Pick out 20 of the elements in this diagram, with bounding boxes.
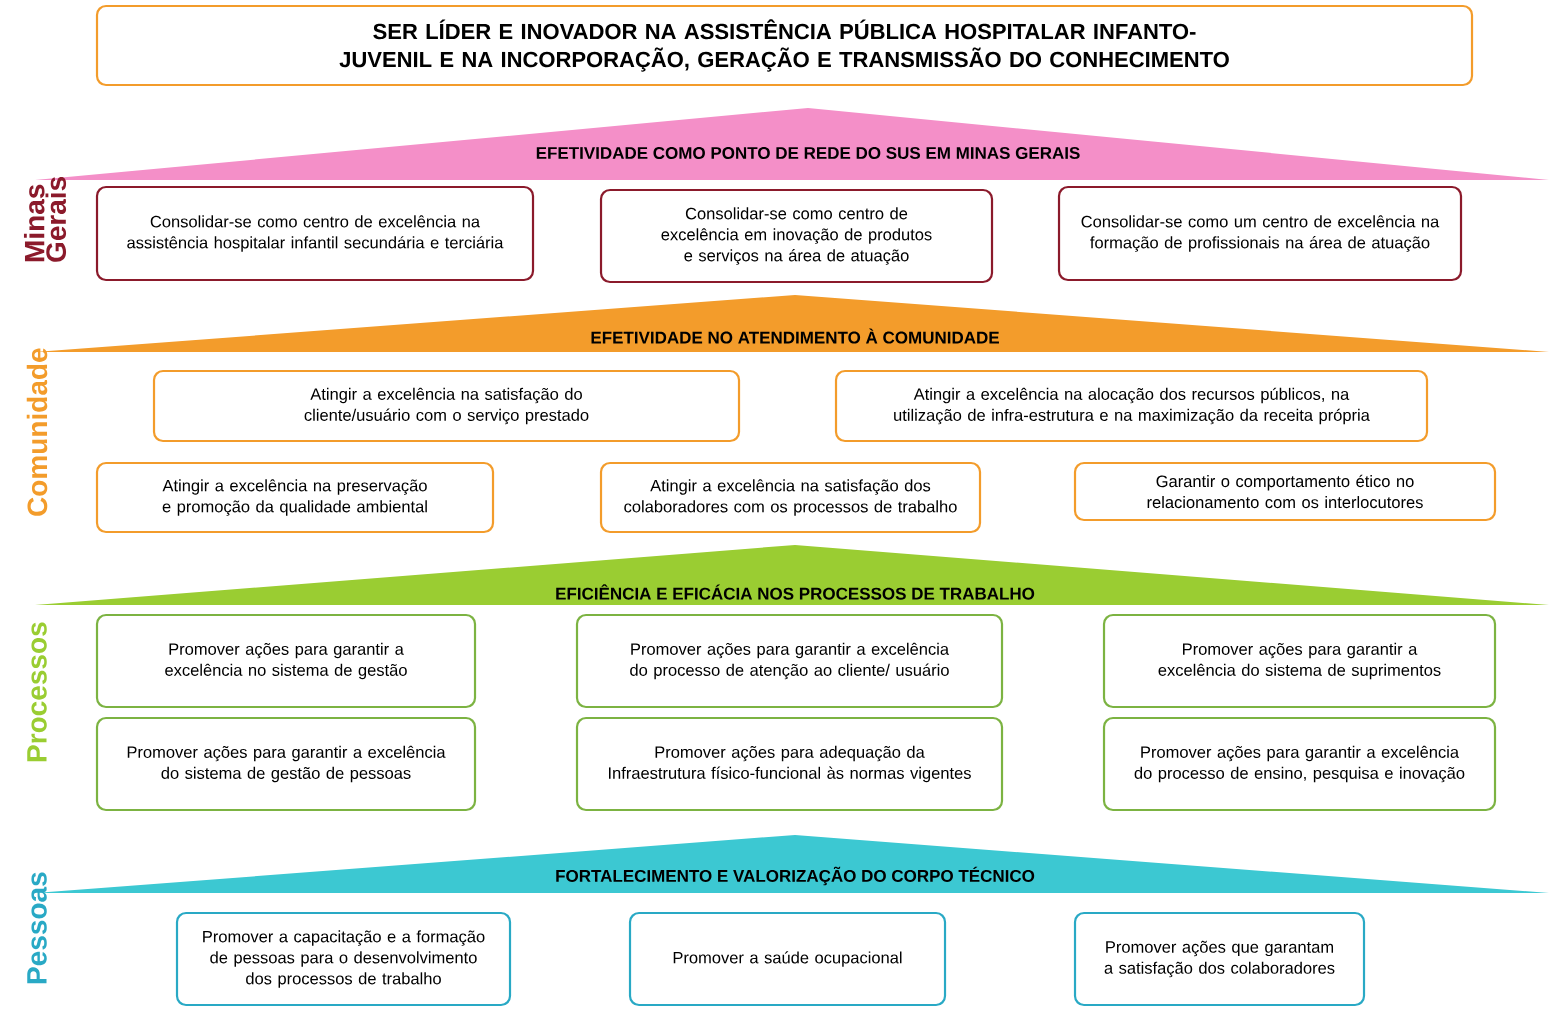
objective-box: Atingir a excelência na satisfação dos colaboradores com os processos de trabalho — [599, 461, 982, 534]
objective-box: Consolidar-se como centro de excelência na assistência hospitalar infantil secundária e terciária — [95, 185, 535, 282]
objective-box: Promover ações para garantir a excelência do processo de atenção ao cliente/ usuário — [575, 613, 1004, 709]
objective-box: Atingir a excelência na satisfação do cliente/usuário com o serviço prestado — [152, 369, 741, 443]
objective-box: Atingir a excelência na preservação e promoção da qualidade ambiental — [95, 461, 495, 534]
title-box: SER LÍDER E INOVADOR NA ASSISTÊNCIA PÚBLICA HOSPITALAR INFANTO-JUVENIL E NA INCORPORAÇÃO, GERAÇÃO E TRANSMISSÃO DO CONHECIMENTO — [95, 4, 1474, 87]
objective-box: Promover a saúde ocupacional — [628, 911, 947, 1007]
objective-box: Promover ações para garantir a excelência do sistema de suprimentos — [1102, 613, 1497, 709]
objective-box: Garantir o comportamento ético no relacionamento com os interlocutores — [1073, 461, 1497, 522]
objective-box: Consolidar-se como um centro de excelência na formação de profissionais na área de atuação — [1057, 185, 1463, 282]
section-label: Processos — [27, 622, 47, 762]
band-triangle: EFICIÊNCIA E EFICÁCIA NOS PROCESSOS DE TRABALHO — [35, 545, 1549, 605]
objective-box: Promover ações que garantam a satisfação dos colaboradores — [1073, 911, 1366, 1007]
objective-box: Promover ações para garantir a excelência no sistema de gestão — [95, 613, 477, 709]
objective-box: Promover a capacitação e a formação de pessoas para o desenvolvimento dos processos de trabalho — [175, 911, 512, 1007]
objective-box: Promover ações para garantir a excelência do processo de ensino, pesquisa e inovação — [1102, 716, 1497, 812]
objective-box: Consolidar-se como centro de excelência em inovação de produtos e serviços na área de atuação — [599, 188, 994, 284]
objective-box: Promover ações para garantir a excelência do sistema de gestão de pessoas — [95, 716, 477, 812]
objective-box: Atingir a excelência na alocação dos recursos públicos, na utilização de infra-estrutura e na maximização da receita própria — [834, 369, 1429, 443]
objective-box: Promover ações para adequação da Infraestrutura físico-funcional às normas vigentes — [575, 716, 1004, 812]
